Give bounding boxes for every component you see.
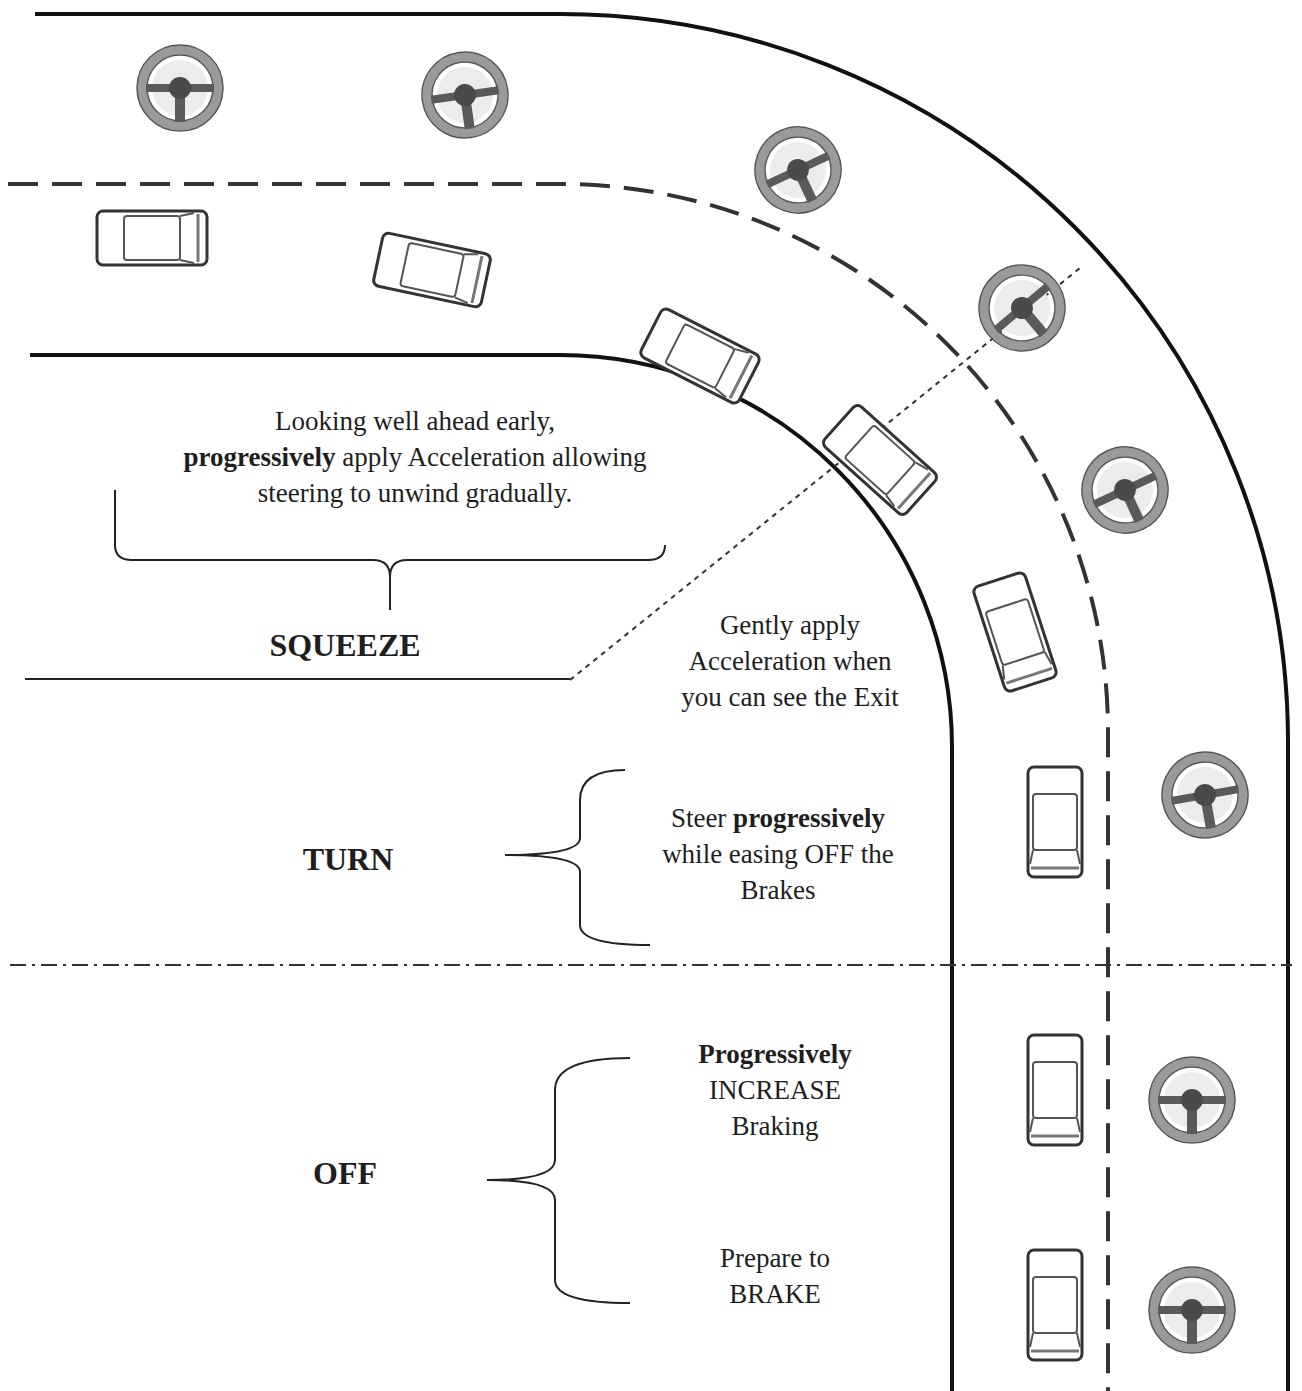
emphasis-text: progressively <box>733 803 885 833</box>
phase-heading: OFF <box>195 1152 495 1195</box>
phase-divider <box>10 964 1292 966</box>
squeeze-divider <box>25 678 570 680</box>
car <box>1028 1035 1082 1145</box>
label-text: Gently apply Acceleration when you can s… <box>681 610 898 712</box>
car <box>821 403 939 517</box>
label-text: INCREASE Braking <box>709 1075 841 1141</box>
phase-heading: TURN <box>198 838 498 881</box>
phase-heading: SQUEEZE <box>195 624 495 667</box>
emphasis-text: OFF <box>313 1155 377 1191</box>
brake-note: ProgressivelyINCREASE Braking <box>675 1036 875 1145</box>
emphasis-text: TURN <box>303 841 394 877</box>
squeeze-bracket <box>115 490 665 610</box>
steering-wheel <box>961 247 1082 368</box>
car <box>972 571 1057 692</box>
steering-wheel <box>1149 1057 1235 1143</box>
steering-wheel <box>1149 1267 1235 1353</box>
car <box>373 232 492 308</box>
label-text: Prepare to BRAKE <box>720 1243 830 1309</box>
steering-wheel <box>137 45 223 131</box>
label-text: Looking well ahead early, <box>163 403 668 439</box>
label-text: Steer <box>671 803 726 833</box>
inner-road-edge <box>30 355 952 1391</box>
off-bracket <box>487 1058 630 1303</box>
car <box>639 307 762 405</box>
emphasis-text: SQUEEZE <box>269 627 420 663</box>
steering-wheel <box>1155 745 1255 845</box>
steering-wheel <box>741 113 855 227</box>
steering-wheel <box>1068 433 1182 547</box>
steering-wheel <box>416 46 513 143</box>
squeeze-note: Looking well ahead early,progressively a… <box>163 403 668 512</box>
turn-note: Steer progressively while easing OFF the… <box>647 800 909 909</box>
car <box>97 211 207 265</box>
outer-road-edge <box>35 14 1288 1391</box>
emphasis-text: Progressively <box>675 1036 875 1072</box>
car <box>1028 1250 1082 1360</box>
exit-note: Gently apply Acceleration when you can s… <box>666 607 914 716</box>
emphasis-text: progressively <box>183 442 335 472</box>
lane-divider <box>8 184 1108 1391</box>
turn-bracket <box>505 770 650 945</box>
label-text: while easing OFF the Brakes <box>662 839 894 905</box>
car <box>1028 767 1082 877</box>
brake-note: Prepare to BRAKE <box>690 1240 860 1312</box>
